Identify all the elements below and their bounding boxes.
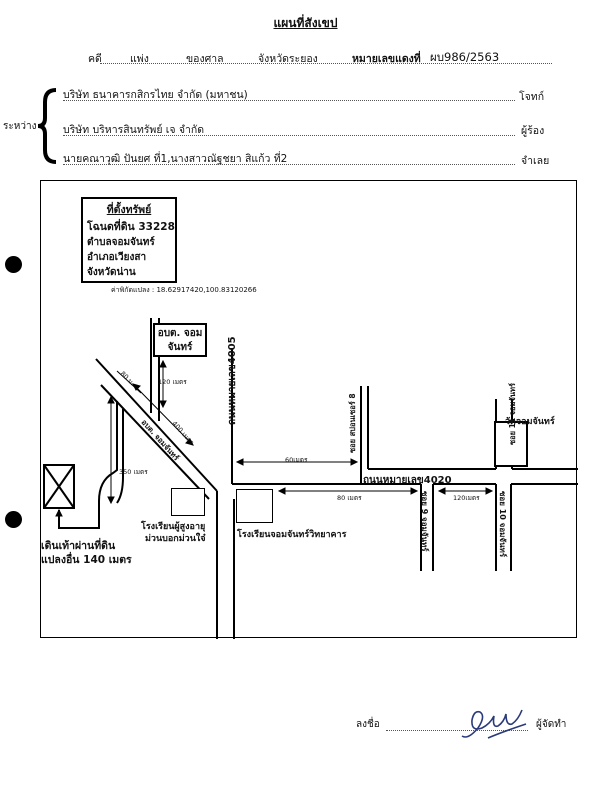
distance-120b: 120เมตร	[453, 494, 480, 502]
court-name: จังหวัดระยอง	[258, 53, 318, 65]
case-type: แพ่ง	[130, 53, 149, 65]
highway-4005-label: ถนนหมายเลข4005	[227, 336, 238, 425]
party-line-2	[63, 135, 515, 136]
elderly-school-label: โรงเรียนผู้สูงอายุ	[141, 522, 206, 532]
signature-icon	[461, 709, 527, 739]
property-amphoe: อำเภอเวียงสา	[87, 252, 147, 263]
party-defendant-role: จำเลย	[521, 155, 550, 167]
party-line-3	[63, 164, 515, 165]
sao-building: อบต. จอมจันทร์	[153, 323, 207, 357]
party-defendant-name: นายคณาวุฒิ ปันยศ ที่1,นางสาวณัฐชยา สิแก้…	[63, 153, 288, 165]
binder-hole	[5, 511, 22, 528]
elderly-school-label-2: ม่วนบอกม่วนใจ๋	[145, 534, 206, 544]
school-building	[236, 489, 273, 523]
party-plaintiff-role: โจทก์	[519, 91, 545, 103]
party-plaintiff-name: บริษัท ธนาคารกสิกรไทย จำกัด (มหาชน)	[63, 89, 248, 101]
coordinates-label: ค่าพิกัดแปลง : 18.62917420,100.83120266	[111, 286, 257, 294]
property-deed: โฉนดที่ดิน 33228	[87, 221, 175, 233]
page-title: แผนที่สังเขป	[273, 16, 338, 30]
distance-120a: 120 เมตร	[158, 378, 187, 386]
walk-note-1: เดินเท้าผ่านที่ดิน	[41, 540, 116, 552]
court-label: ของศาล	[186, 53, 224, 65]
between-label: ระหว่าง	[3, 121, 37, 132]
sign-dotted-line	[386, 730, 528, 731]
binder-hole	[5, 256, 22, 273]
red-no: ผบ986/2563	[430, 50, 500, 64]
brace-icon	[37, 88, 57, 164]
soi-9-label: ซอย 9 จอมจันทร์	[420, 491, 429, 552]
elderly-school-building	[171, 488, 205, 516]
school-label: โรงเรียนจอมจันทร์วิทยาคาร	[237, 530, 347, 540]
temple-label: วัดจอมจันทร์	[505, 417, 555, 427]
red-no-label: หมายเลขแดงที่	[352, 53, 421, 65]
distance-80b: 80 เมตร	[337, 494, 362, 502]
header-dotted-line	[100, 63, 552, 64]
map-frame: ที่ตั้งทรัพย์ โฉนดที่ดิน 33228 ตำบลจอมจั…	[40, 180, 578, 639]
soi-10-label: ซอย 10 จอมจันทร์	[498, 491, 507, 558]
case-label: คดี	[88, 53, 102, 65]
party-claimant-name: บริษัท บริหารสินทรัพย์ เจ จำกัด	[63, 124, 205, 136]
walk-note-2: แปลงอื่น 140 เมตร	[41, 554, 132, 566]
distance-60: 60เมตร	[285, 456, 308, 464]
distance-350: 350 เมตร	[119, 468, 148, 476]
highway-4020-label: ถนนหมายเลข4020	[363, 475, 452, 486]
sign-label: ลงชื่อ	[356, 719, 380, 730]
soi-11-label: ซอย 11 จอมจันทร์	[508, 383, 517, 445]
property-info-box: ที่ตั้งทรัพย์ โฉนดที่ดิน 33228 ตำบลจอมจั…	[81, 197, 177, 283]
party-line-1	[63, 100, 515, 101]
property-tambon: ตำบลจอมจันทร์	[87, 237, 155, 248]
property-title: ที่ตั้งทรัพย์	[106, 204, 152, 216]
sign-role: ผู้จัดทำ	[536, 719, 567, 730]
party-claimant-role: ผู้ร้อง	[521, 125, 545, 137]
soi-8-label: ซอย สปอนเซอร์ 8	[348, 393, 357, 453]
temple-building	[494, 421, 528, 467]
property-province: จังหวัดน่าน	[87, 267, 136, 278]
